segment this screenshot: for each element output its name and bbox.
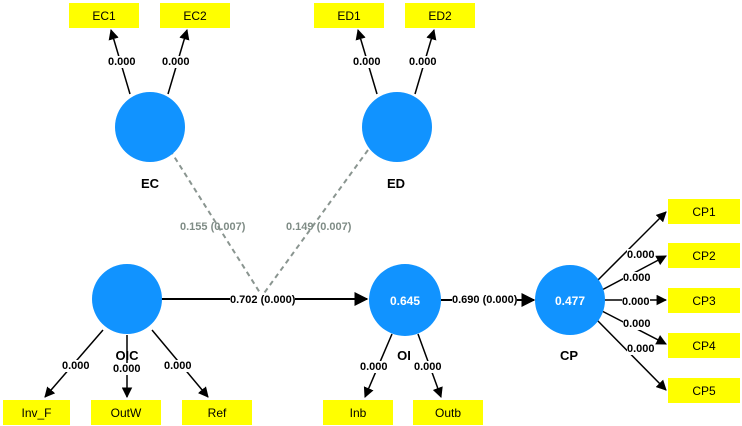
edge-cp-cp1 [594, 211, 667, 284]
construct-label-ed: ED [386, 176, 406, 191]
path-label-oi-cp: 0.690 (0.000) [452, 294, 518, 306]
indicator-cp2[interactable]: CP2 [668, 243, 740, 268]
indicator-ed1[interactable]: ED1 [314, 3, 384, 28]
r-squared-oi: 0.645 [389, 294, 421, 308]
path-label-oic-oi: 0.702 (0.000) [230, 294, 296, 306]
construct-oi[interactable] [369, 264, 441, 336]
indicator-ref[interactable]: Ref [182, 400, 252, 425]
loading-outw: 0.000 [113, 363, 141, 375]
edge-ed-moderation [261, 149, 369, 297]
indicator-cp3[interactable]: CP3 [668, 288, 740, 313]
indicator-ec2[interactable]: EC2 [160, 3, 230, 28]
indicator-ed2[interactable]: ED2 [405, 3, 475, 28]
path-label-ed-moderation: 0.149 (0.007) [286, 221, 352, 233]
loading-outb: 0.000 [414, 361, 442, 373]
loading-ref: 0.000 [164, 360, 192, 372]
loading-cp4: 0.000 [623, 318, 651, 330]
indicator-ec1[interactable]: EC1 [69, 3, 139, 28]
loading-cp3: 0.000 [622, 296, 650, 308]
construct-label-oic: OIC [115, 348, 139, 363]
edge-ec-moderation [169, 149, 263, 297]
indicator-outb[interactable]: Outb [413, 400, 483, 425]
construct-ed[interactable] [362, 92, 432, 162]
construct-oic[interactable] [92, 264, 162, 334]
loading-inb: 0.000 [360, 361, 388, 373]
loading-cp2: 0.000 [623, 272, 651, 284]
loading-ed2: 0.000 [409, 56, 437, 68]
indicator-inv-f[interactable]: Inv_F [3, 400, 70, 425]
loading-ed1: 0.000 [353, 56, 381, 68]
indicator-outw[interactable]: OutW [91, 400, 161, 425]
construct-label-oi: OI [397, 348, 411, 363]
loading-inv-f: 0.000 [62, 360, 90, 372]
loading-ec1: 0.000 [108, 56, 136, 68]
loading-cp5: 0.000 [627, 343, 655, 355]
path-label-ec-moderation: 0.155 (0.007) [180, 221, 246, 233]
construct-cp[interactable] [535, 265, 605, 335]
indicator-cp1[interactable]: CP1 [668, 199, 740, 224]
indicator-cp5[interactable]: CP5 [668, 378, 740, 403]
indicator-inb[interactable]: Inb [323, 400, 393, 425]
loading-ec2: 0.000 [162, 56, 190, 68]
loading-cp1: 0.000 [627, 249, 655, 261]
r-squared-cp: 0.477 [554, 294, 586, 308]
construct-label-cp: CP [559, 348, 579, 363]
construct-label-ec: EC [140, 176, 160, 191]
construct-ec[interactable] [115, 92, 185, 162]
indicator-cp4[interactable]: CP4 [668, 333, 740, 358]
